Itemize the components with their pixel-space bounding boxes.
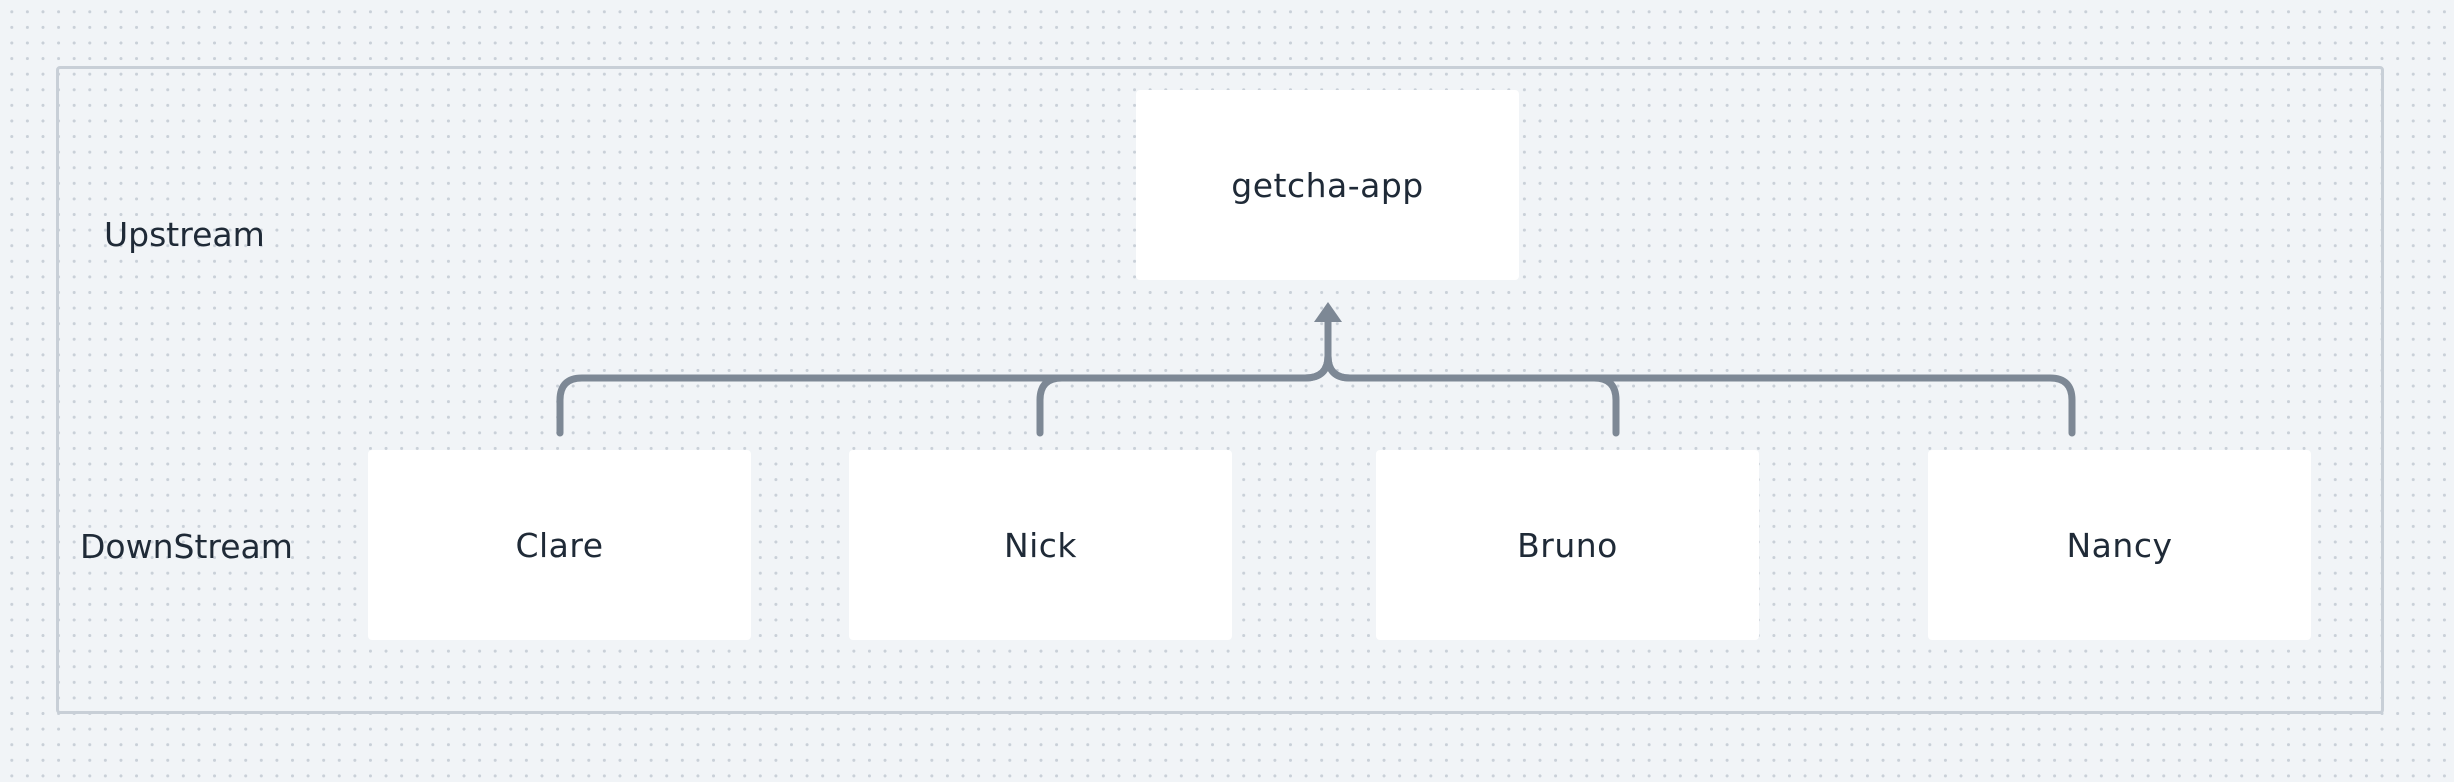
upstream-row-label: Upstream [104, 215, 265, 254]
node-getcha-app[interactable]: getcha-app [1136, 90, 1519, 280]
node-nancy[interactable]: Nancy [1928, 450, 2311, 640]
node-nick[interactable]: Nick [849, 450, 1232, 640]
node-bruno[interactable]: Bruno [1376, 450, 1759, 640]
node-clare[interactable]: Clare [368, 450, 751, 640]
diagram-frame [56, 66, 2384, 714]
downstream-row-label: DownStream [80, 527, 293, 566]
